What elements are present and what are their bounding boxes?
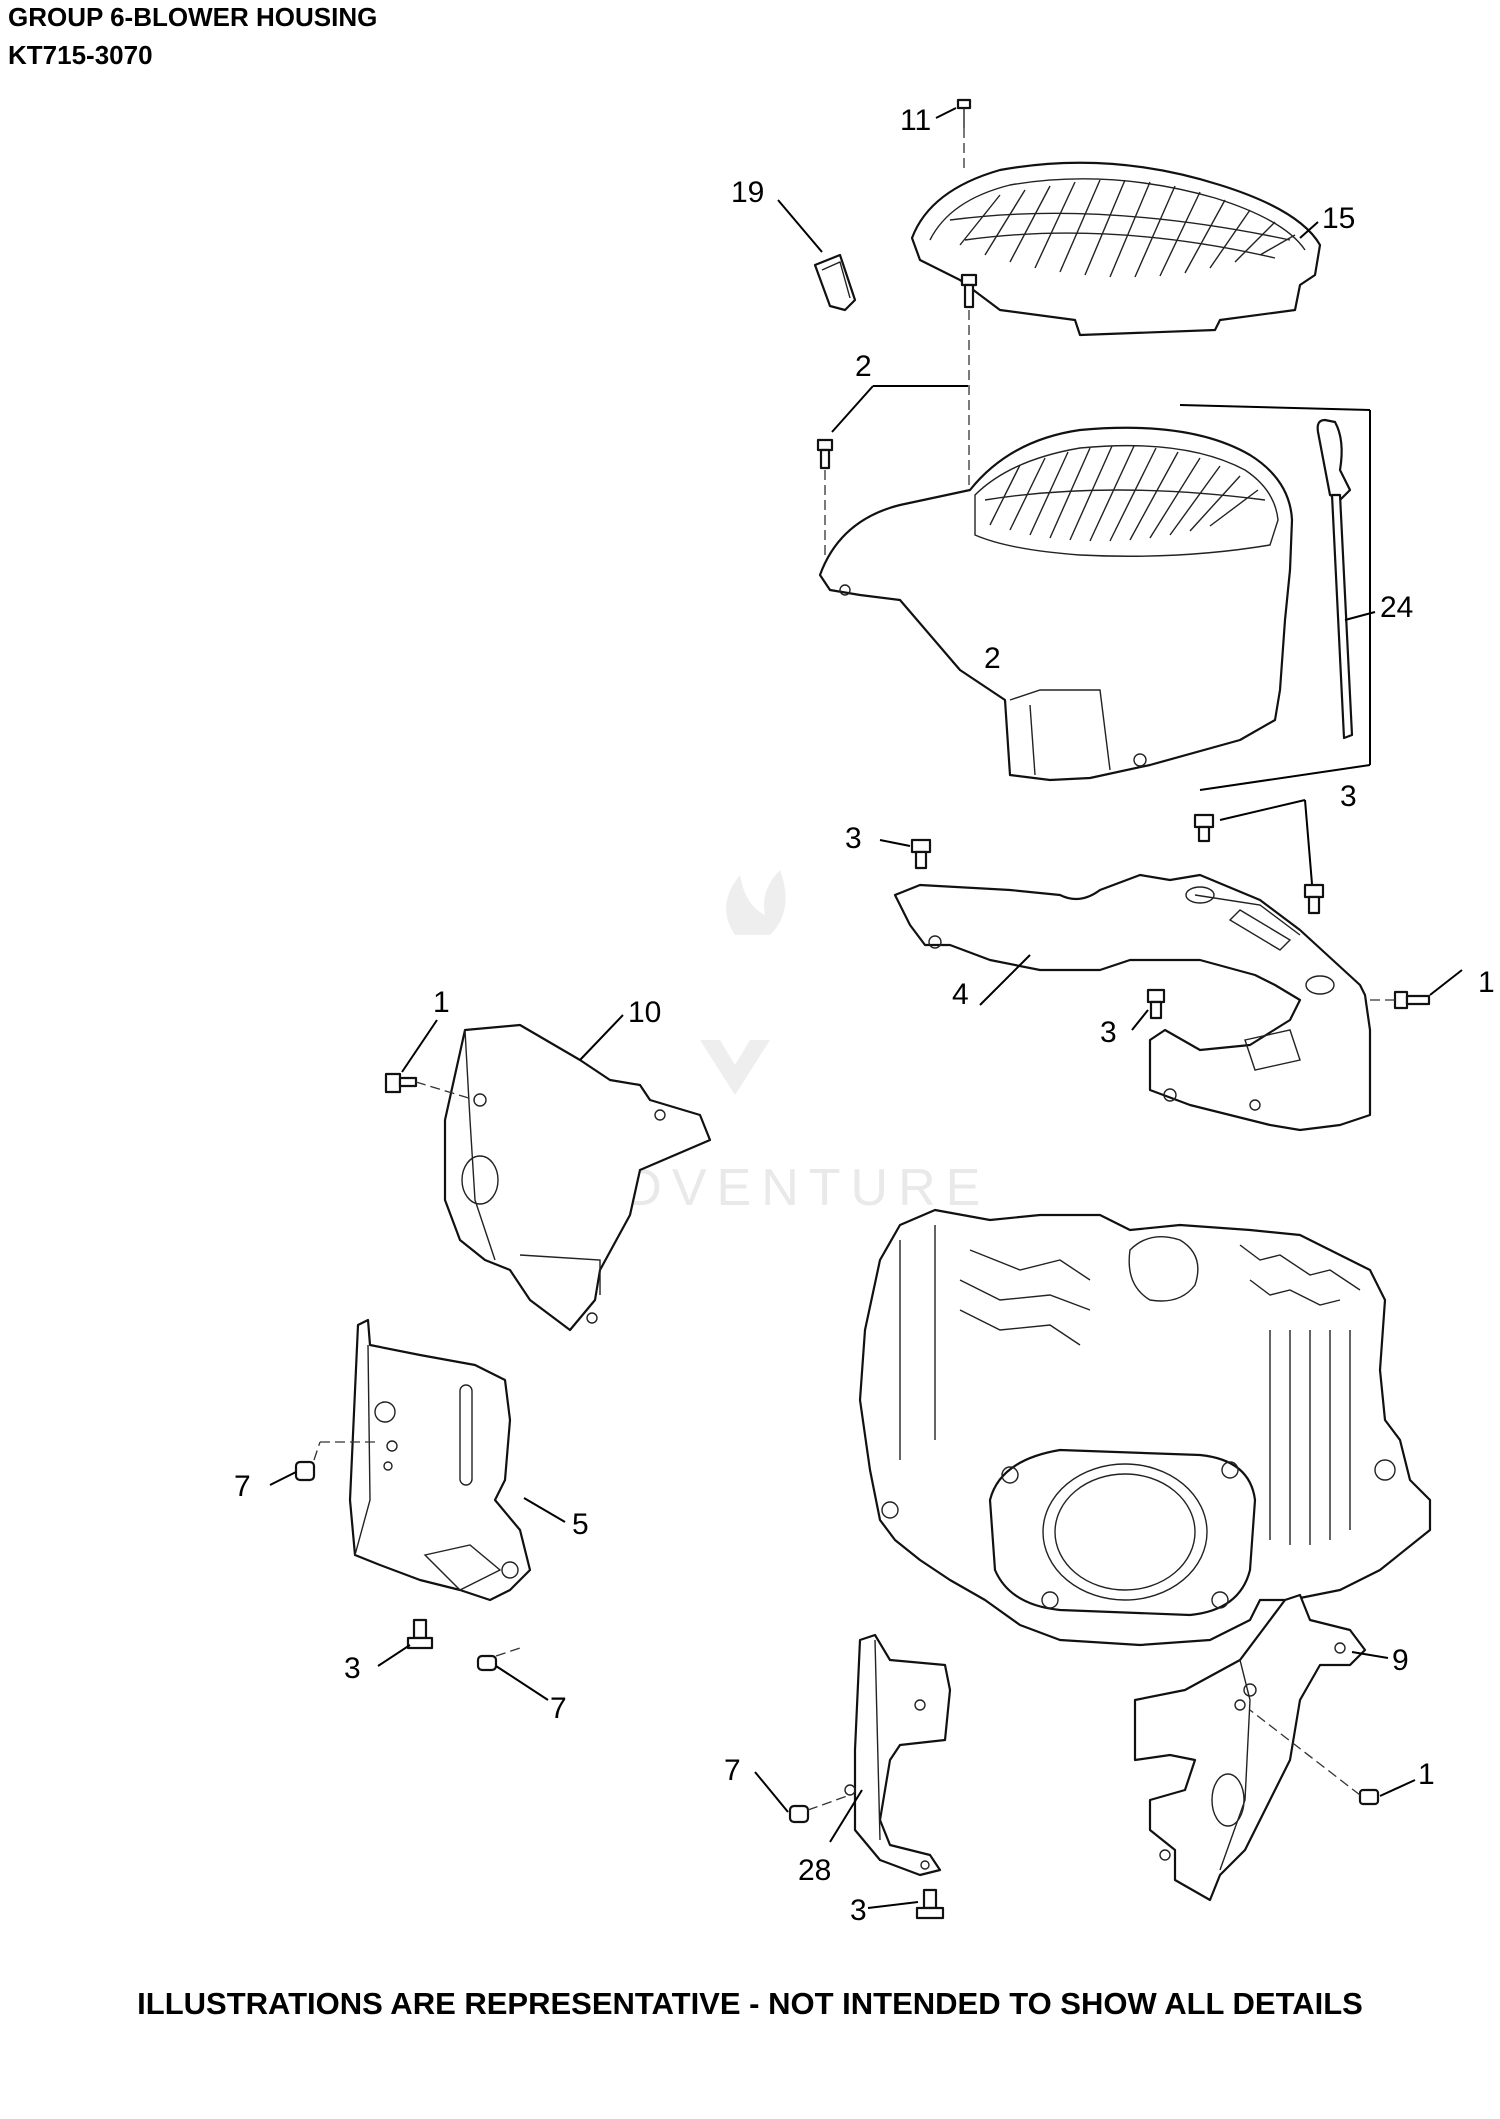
- part-1-screw-left: [384, 1072, 476, 1101]
- callout-3-c: 3: [1100, 1016, 1117, 1049]
- callout-10: 10: [628, 996, 661, 1029]
- part-5-shield: [348, 1318, 532, 1602]
- disclaimer-footer: ILLUSTRATIONS ARE REPRESENTATIVE - NOT I…: [137, 1986, 1363, 2021]
- part-7-nut-lower: [476, 1647, 521, 1672]
- callout-24: 24: [1380, 591, 1413, 624]
- part-blower-housing: [818, 426, 1294, 782]
- part-10-shroud: [443, 1023, 712, 1332]
- model-number: KT715-3070: [8, 40, 153, 70]
- part-3-bolt-lower-left: [406, 1618, 434, 1650]
- part-1-screw-right: [1249, 1709, 1380, 1806]
- callout-7-a: 7: [234, 1470, 251, 1503]
- callout-7-b: 7: [550, 1692, 567, 1725]
- callout-19: 19: [731, 176, 764, 209]
- leader-lines: [269, 107, 1463, 1909]
- callout-1-b: 1: [433, 986, 450, 1019]
- callout-5: 5: [572, 1508, 589, 1541]
- callout-labels: 11 19 15 2 2 24 3 3 3 1 4 1 10 7 5 3 7 9…: [234, 104, 1495, 1927]
- part-15-grille-cover: [910, 128, 1322, 337]
- callout-3-d: 3: [344, 1652, 361, 1685]
- callout-28: 28: [798, 1854, 831, 1887]
- callout-4: 4: [952, 978, 969, 1011]
- part-3-bolts-top: [910, 813, 1431, 1020]
- callout-2-mid: 2: [984, 642, 1001, 675]
- callout-2-top: 2: [855, 350, 872, 383]
- callout-15: 15: [1322, 202, 1355, 235]
- callout-3-a: 3: [845, 822, 862, 855]
- part-24-dipstick: [1179, 404, 1371, 791]
- part-9-shroud: [1133, 1593, 1367, 1902]
- part-28-bracket: [844, 1633, 952, 1877]
- engine-crankcase: [858, 1208, 1432, 1647]
- callout-3-e: 3: [850, 1894, 867, 1927]
- callout-11: 11: [900, 104, 931, 137]
- part-19-clip: [813, 253, 857, 312]
- callout-3-b: 3: [1340, 780, 1357, 813]
- page-title: GROUP 6-BLOWER HOUSING: [8, 2, 378, 32]
- callout-1-a: 1: [1478, 966, 1495, 999]
- part-3-bolt-bottom: [915, 1888, 945, 1920]
- part-4-bracket: [893, 873, 1372, 1132]
- part-11-screw: [956, 98, 972, 128]
- callout-1-c: 1: [1418, 1758, 1435, 1791]
- callout-7-c: 7: [724, 1754, 741, 1787]
- callout-9: 9: [1392, 1644, 1409, 1677]
- part-7-nut-right: [788, 1794, 851, 1824]
- part-7-nut-left: [294, 1441, 380, 1482]
